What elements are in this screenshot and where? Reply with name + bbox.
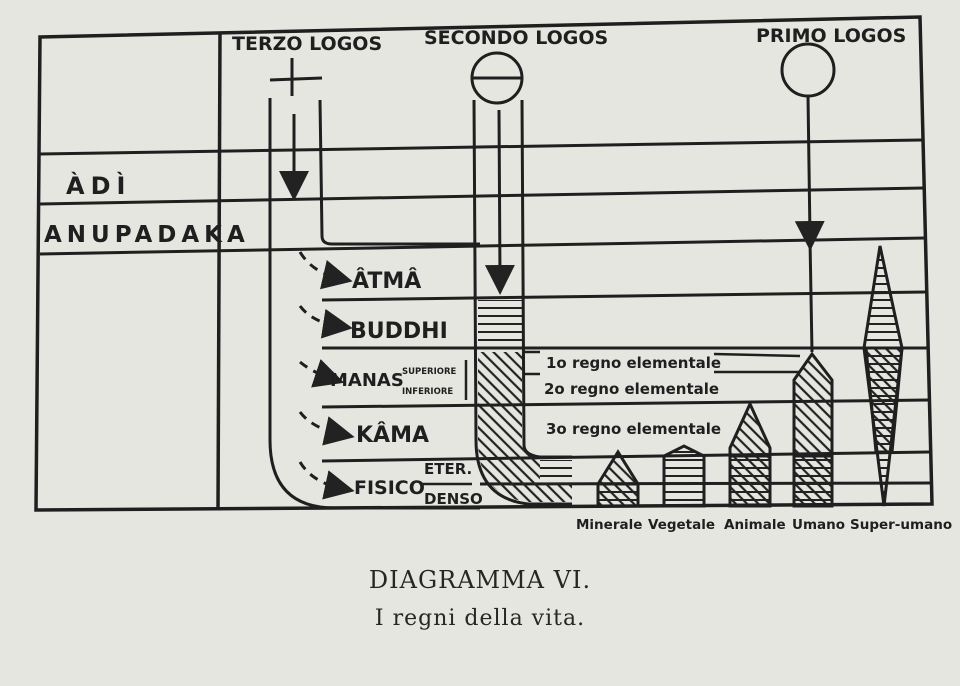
pillar-minerale	[596, 449, 640, 508]
plane-label-eter: ETER.	[424, 460, 472, 478]
label-super-umano: Super-umano	[850, 517, 952, 533]
pillar-umano	[792, 351, 834, 508]
label-minerale: Minerale	[576, 517, 642, 533]
plane-label-superiore: SUPERIORE	[402, 367, 457, 377]
outer-frame	[34, 15, 934, 512]
label-umano: Umano	[792, 517, 845, 533]
plane-label-denso: DENSO	[424, 490, 483, 508]
elemental-ticks	[464, 350, 801, 400]
pillar-vegetale	[662, 444, 706, 508]
label-animale: Animale	[724, 517, 786, 533]
plane-label-atma: ÂTMÂ	[352, 268, 421, 294]
pillar-animale	[728, 400, 772, 508]
secondo-logos-label: SECONDO LOGOS	[424, 27, 608, 49]
terzo-logos-label: TERZO LOGOS	[232, 33, 382, 55]
column-divider	[216, 32, 222, 511]
primo-logos-symbol	[780, 42, 836, 353]
secondo-logos-fill	[478, 300, 572, 502]
plane-label-kama: KÂMA	[356, 422, 429, 448]
plane-label-adi: ÀDÌ	[66, 171, 131, 200]
primo-logos-label: PRIMO LOGOS	[756, 25, 906, 47]
plane-label-fisico: FISICO	[354, 477, 425, 499]
plane-label-inferiore: INFERIORE	[402, 387, 453, 397]
label-vegetale: Vegetale	[648, 517, 715, 533]
caption-subtitle: I regni della vita.	[374, 606, 586, 631]
terzo-logos-arrows	[298, 251, 355, 500]
secondo-logos-symbol	[470, 51, 572, 506]
label-secondo-regno-elementale: 2o regno elementale	[544, 380, 719, 398]
plane-label-anupadaka: ANUPADAKA	[44, 222, 250, 248]
pillar-super-umano	[862, 245, 904, 507]
caption-title: DIAGRAMMA VI.	[368, 566, 592, 594]
plane-label-manas: MANAS	[330, 370, 404, 391]
label-primo-regno-elementale: 1o regno elementale	[546, 354, 721, 372]
terzo-logos-symbol	[268, 58, 480, 510]
plane-label-buddhi: BUDDHI	[350, 319, 448, 344]
label-terzo-regno-elementale: 3o regno elementale	[546, 420, 721, 438]
